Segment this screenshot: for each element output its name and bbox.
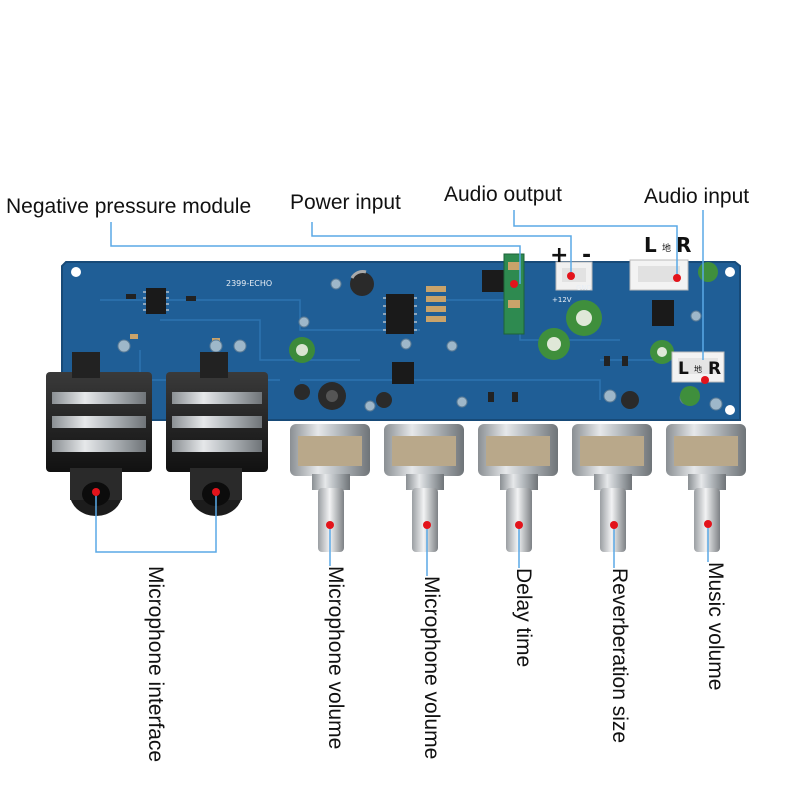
marker-mic-jack-2 bbox=[212, 488, 220, 496]
marker-mic-jack-1 bbox=[92, 488, 100, 496]
mount-hole bbox=[71, 267, 81, 277]
marker-reverberation-size bbox=[610, 521, 618, 529]
label-audio-input: Audio input bbox=[644, 185, 750, 208]
label-microphone-volume-2: Microphone volume bbox=[420, 576, 443, 760]
microphone-jack-2 bbox=[166, 352, 268, 516]
label-negative-pressure-module: Negative pressure module bbox=[6, 195, 252, 218]
input-left-mark: L bbox=[678, 359, 689, 379]
marker-mic-volume-1 bbox=[326, 521, 334, 529]
potentiometer-mic-volume-1 bbox=[290, 424, 370, 552]
voltage-regulator bbox=[482, 270, 506, 292]
potentiometer-music-volume bbox=[666, 424, 746, 552]
ic-pins bbox=[143, 291, 417, 331]
marker-delay-time bbox=[515, 521, 523, 529]
leader-audio-output bbox=[513, 210, 678, 278]
ic-chips bbox=[146, 288, 674, 384]
label-power-input: Power input bbox=[290, 191, 401, 214]
mount-hole bbox=[725, 405, 735, 415]
voltage-mark: +12V bbox=[552, 296, 572, 304]
input-right-mark: R bbox=[708, 359, 721, 379]
label-audio-output: Audio output bbox=[444, 183, 562, 206]
power-minus-mark: - bbox=[582, 243, 591, 268]
negative-pressure-module bbox=[503, 253, 525, 335]
label-music-volume: Music volume bbox=[704, 562, 727, 691]
potentiometer-reverberation-size bbox=[572, 424, 652, 552]
leader-negative-pressure bbox=[110, 222, 521, 284]
marker-negative-pressure bbox=[510, 280, 518, 288]
leader-microphone-interface bbox=[95, 494, 217, 553]
power-plus-mark: + bbox=[550, 243, 568, 268]
output-left-mark: L bbox=[644, 233, 657, 257]
leader-power-input bbox=[311, 222, 572, 278]
ceramic-capacitors bbox=[117, 278, 723, 412]
mount-hole bbox=[725, 267, 735, 277]
marker-music-volume bbox=[704, 520, 712, 528]
marker-power-input bbox=[567, 272, 575, 280]
audio-input-connector: L 地 R bbox=[671, 351, 725, 383]
output-right-mark: R bbox=[676, 233, 691, 257]
potentiometer-mic-volume-2 bbox=[384, 424, 464, 552]
output-ground-mark: 地 bbox=[662, 242, 671, 254]
label-delay-time: Delay time bbox=[512, 568, 535, 668]
potentiometer-delay-time bbox=[478, 424, 558, 552]
position-markers bbox=[92, 272, 712, 529]
input-ground-mark: 地 bbox=[694, 364, 702, 374]
label-microphone-interface: Microphone interface bbox=[144, 566, 167, 763]
marker-mic-volume-2 bbox=[423, 521, 431, 529]
electrolytic-capacitors bbox=[289, 262, 718, 410]
marker-audio-input bbox=[701, 376, 709, 384]
audio-output-connector: L 地 R bbox=[629, 233, 691, 291]
board-model: 2399-ECHO bbox=[226, 279, 272, 288]
leader-lines bbox=[95, 210, 709, 576]
label-microphone-volume-1: Microphone volume bbox=[324, 566, 347, 750]
gnd-mark: GND bbox=[576, 284, 592, 292]
marker-audio-output bbox=[673, 274, 681, 282]
label-reverberation-size: Reverberation size bbox=[608, 568, 631, 744]
